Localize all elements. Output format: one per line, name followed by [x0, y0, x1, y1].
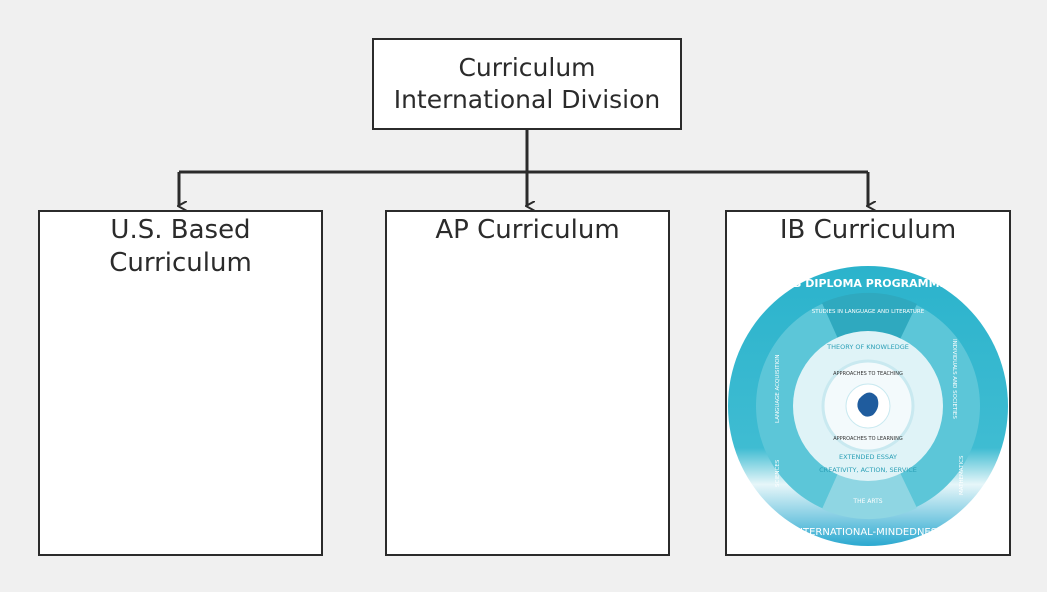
root-line1: Curriculum: [458, 53, 596, 82]
ib-subject-text: MATHEMATICS: [959, 455, 965, 495]
ib-subject-text: SCIENCES: [775, 459, 781, 487]
node-label: AP Curriculum: [435, 215, 620, 245]
node-label-line1: U.S. Based: [110, 215, 251, 245]
ib-subject-text: THE ARTS: [852, 498, 882, 505]
ib-subject-text: INDIVIDUALS AND SOCIETIES: [951, 339, 957, 419]
node-label-line2: Curriculum: [109, 248, 252, 278]
ib-inner-text: APPROACHES TO LEARNING: [833, 436, 903, 442]
ib-inner-text: APPROACHES TO TEACHING: [833, 371, 903, 377]
node-ap-curriculum[interactable]: AP Curriculum: [385, 210, 670, 556]
ib-core-text: EXTENDED ESSAY: [839, 453, 897, 461]
root-node-curriculum-international-division[interactable]: Curriculum International Division: [372, 38, 682, 130]
ib-bottom-text: INTERNATIONAL-MINDEDNESS: [793, 527, 944, 538]
ib-subject-text: STUDIES IN LANGUAGE AND LITERATURE: [812, 309, 925, 315]
ib-core-text: CREATIVITY, ACTION, SERVICE: [819, 466, 917, 474]
ib-core-text: THEORY OF KNOWLEDGE: [826, 343, 909, 351]
ib-diploma-programme-image: IB DIPLOMA PROGRAMME STUDIES IN LANGUAGE…: [727, 251, 1009, 554]
ib-learner-profile-logo: [857, 392, 879, 417]
ib-title-text: IB DIPLOMA PROGRAMME: [789, 277, 947, 290]
ib-subject-text: LANGUAGE ACQUISITION: [775, 354, 781, 423]
node-label: IB Curriculum: [779, 215, 957, 245]
root-line2: International Division: [393, 85, 661, 114]
node-us-based-curriculum[interactable]: U.S. Based Curriculum: [38, 210, 323, 556]
